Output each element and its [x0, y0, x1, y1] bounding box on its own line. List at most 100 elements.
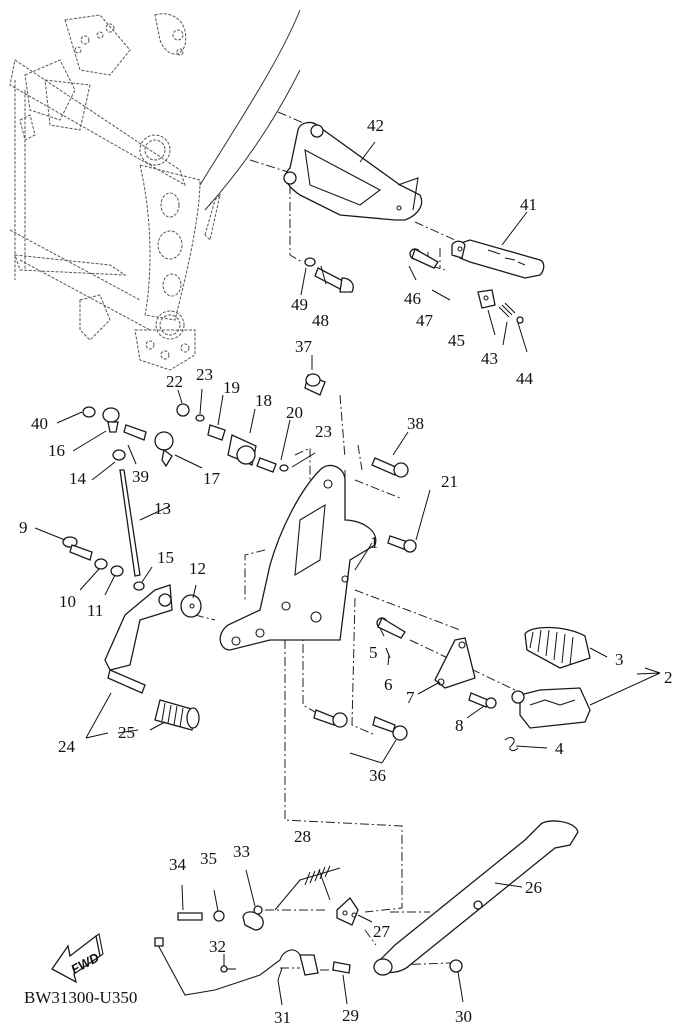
part-11-washer	[110, 565, 124, 577]
part-25-shift-rubber	[154, 699, 200, 731]
callout-5: 5	[369, 643, 378, 662]
callout-45: 45	[448, 331, 465, 350]
callout-14: 14	[69, 469, 87, 488]
callout-28: 28	[294, 827, 311, 846]
part-29-bolt	[332, 961, 351, 974]
part-32-screw	[220, 965, 236, 973]
part-24-shift-pedal	[104, 584, 173, 694]
part-20-pin	[256, 457, 277, 473]
leader-lines	[34, 141, 661, 1006]
part-39-bolt	[123, 424, 147, 441]
reference-code: BW31300-U350	[24, 988, 137, 1007]
callout-20: 20	[286, 403, 303, 422]
part-18-collar	[227, 434, 257, 466]
part-38-bolt	[371, 457, 409, 478]
callout-49: 49	[291, 295, 308, 314]
part-47-cotter	[431, 289, 451, 301]
part-43-spring	[498, 302, 516, 318]
callout-30: 30	[455, 1007, 472, 1026]
callout-1: 1	[370, 533, 379, 552]
callout-36: 36	[369, 766, 386, 785]
part-17-joint	[154, 431, 174, 468]
callout-3: 3	[615, 650, 624, 669]
part-1-footrest-bracket	[219, 464, 377, 651]
callout-15: 15	[157, 548, 174, 567]
part-13-shift-rod	[119, 469, 141, 577]
callout-6: 6	[384, 675, 393, 694]
callout-11: 11	[87, 601, 103, 620]
callout-39: 39	[132, 467, 149, 486]
callout-48: 48	[312, 311, 329, 330]
part-46-pin	[409, 248, 439, 269]
part-28-spring	[274, 865, 341, 911]
callout-33: 33	[233, 842, 250, 861]
part-3-rubber	[524, 626, 591, 669]
callout-42: 42	[367, 116, 384, 135]
callout-22: 22	[166, 372, 183, 391]
callout-7: 7	[406, 688, 415, 707]
callout-12: 12	[189, 559, 206, 578]
part-16-joint	[102, 407, 120, 433]
part-2-footrest	[511, 687, 591, 729]
part-23-washer-lower	[279, 464, 289, 472]
callout-17: 17	[203, 469, 221, 488]
callout-32: 32	[209, 937, 226, 956]
callout-16: 16	[48, 441, 65, 460]
part-5-pin	[376, 617, 406, 639]
part-26-sidestand	[373, 820, 579, 976]
callout-41: 41	[520, 195, 537, 214]
part-7-holder-plate	[434, 637, 476, 689]
part-30-nut	[449, 959, 463, 973]
callout-2: 2	[664, 668, 673, 687]
part-34-bolt	[177, 912, 203, 921]
callout-8: 8	[455, 716, 464, 735]
callout-4: 4	[555, 739, 564, 758]
part-35-washer	[213, 910, 225, 922]
part-21-bolt	[387, 535, 417, 553]
callout-23-upper: 23	[196, 365, 213, 384]
callout-18: 18	[255, 391, 272, 410]
callout-40: 40	[31, 414, 48, 433]
part-6-cotter	[385, 647, 391, 659]
callout-31: 31	[274, 1008, 291, 1027]
callout-21: 21	[441, 472, 458, 491]
callout-27: 27	[373, 922, 391, 941]
callout-35: 35	[200, 849, 217, 868]
part-22-nut	[176, 403, 190, 417]
part-14-nut	[112, 449, 126, 461]
callout-47: 47	[416, 311, 434, 330]
part-48-bolt	[314, 267, 354, 293]
part-36-bolts	[313, 709, 408, 741]
callout-34: 34	[169, 855, 187, 874]
callout-43: 43	[481, 349, 498, 368]
part-37-collar	[304, 373, 326, 396]
callout-24: 24	[58, 737, 76, 756]
part-10-washer	[94, 558, 108, 570]
part-23-washer-upper	[195, 414, 205, 422]
callout-29: 29	[342, 1006, 359, 1025]
callout-13: 13	[154, 499, 171, 518]
part-40-cap	[82, 406, 96, 418]
part-19-bushing	[207, 424, 226, 441]
part-15-nut	[133, 581, 145, 591]
part-42-passenger-bracket	[283, 121, 423, 221]
callout-44: 44	[516, 369, 534, 388]
part-27-bracket	[336, 897, 359, 926]
callout-10: 10	[59, 592, 76, 611]
part-33-clamp	[242, 905, 264, 931]
callout-labels: 42 41 49 48 46 47 45 43 44 37 22 23 19 1…	[19, 116, 673, 1027]
part-9-pivot-bolt	[62, 536, 93, 561]
part-4-spring	[504, 737, 519, 752]
motorcycle-frame	[9, 9, 301, 371]
callout-37: 37	[295, 337, 313, 356]
callout-46: 46	[404, 289, 421, 308]
callout-26: 26	[525, 878, 542, 897]
part-31-switch	[154, 937, 319, 996]
part-49-washer	[304, 257, 316, 267]
forward-arrow-icon: FWD	[51, 933, 104, 984]
callout-9: 9	[19, 518, 28, 537]
callout-38: 38	[407, 414, 424, 433]
callout-25: 25	[118, 723, 135, 742]
part-45-plate	[477, 289, 496, 309]
